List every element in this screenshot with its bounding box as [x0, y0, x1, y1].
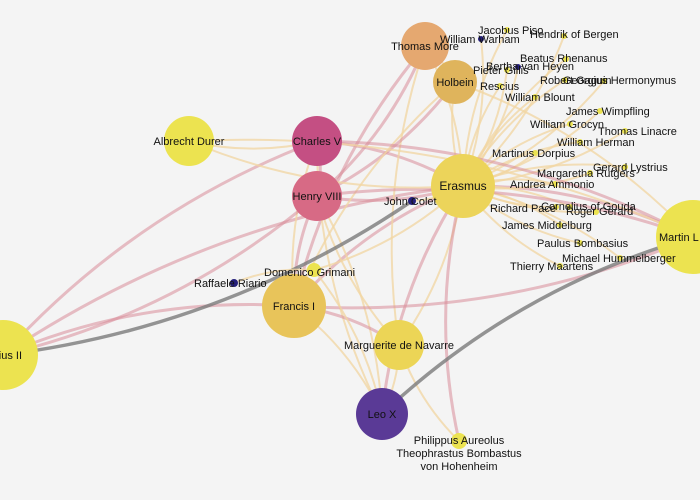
node-label-andrea-ammonio: Andrea Ammonio — [510, 179, 594, 191]
node-martinus-dorpius[interactable] — [532, 150, 538, 156]
node-leo-x[interactable] — [356, 388, 408, 440]
node-label-rescius: Rescius — [480, 81, 520, 93]
edge-leo_x-martin_luther — [380, 235, 695, 416]
node-roger-gerard[interactable] — [593, 209, 599, 215]
edge-charles_v-martin_luther — [315, 139, 695, 239]
node-james-middelburg[interactable] — [557, 222, 563, 228]
node-label-pieter-gillis: Pieter Gillis — [473, 65, 529, 77]
node-label-leo-x: Leo X — [368, 409, 397, 421]
nodes-layer — [0, 22, 700, 449]
node-hendrik-of-bergen[interactable] — [561, 33, 567, 39]
node-martin-luther[interactable] — [656, 200, 700, 274]
node-label-georgius-hermonymus: Georgius Hermonymus — [563, 75, 677, 87]
node-holbein[interactable] — [433, 60, 477, 104]
node-paulus-bombasius[interactable] — [577, 240, 583, 246]
node-julius-ii[interactable] — [0, 320, 38, 390]
edge-holbein-martin_luther — [454, 81, 694, 238]
node-rescius[interactable] — [497, 83, 503, 89]
node-label-raffaele-riario: Raffaele Riario — [194, 278, 267, 290]
node-andrea-ammonio[interactable] — [552, 181, 558, 187]
edge-francis_i-julius_ii — [1, 302, 296, 357]
node-label-henry-viii: Henry VIII — [293, 191, 342, 203]
node-henry-viii[interactable] — [292, 171, 342, 221]
node-thomas-more[interactable] — [401, 22, 449, 70]
node-thierry-maartens[interactable] — [557, 263, 563, 269]
edge-raffaele_riario-domenico_grimani — [233, 268, 315, 284]
node-label-albrecht-durer: Albrecht Durer — [154, 136, 225, 148]
node-paracelsus[interactable] — [451, 433, 467, 449]
node-label-francis-i: Francis I — [273, 301, 315, 313]
node-francis-i[interactable] — [262, 274, 326, 338]
node-label-paracelsus-line-3: von Hohenheim — [420, 461, 497, 473]
node-william-grocyn[interactable] — [567, 121, 573, 127]
node-john-colet[interactable] — [408, 197, 416, 205]
node-label-robert-gaguin: Robert Gaguin — [540, 75, 612, 87]
node-beatus-rhenanus[interactable] — [563, 56, 569, 62]
node-label-jacobus-piso: Jacobus Piso — [478, 25, 543, 37]
node-label-erasmus: Erasmus — [439, 179, 486, 193]
node-label-martinus-dorpius: Martinus Dorpius — [492, 148, 576, 160]
edge-francis_i-martin_luther — [292, 235, 695, 310]
node-label-paulus-bombasius: Paulus Bombasius — [537, 238, 629, 250]
node-label-margaretha-rutgers: Margaretha Rutgers — [537, 168, 635, 180]
node-label-marguerite: Marguerite de Navarre — [344, 340, 454, 352]
node-william-blount[interactable] — [532, 94, 538, 100]
node-pieter-gillis[interactable] — [504, 67, 510, 73]
node-cornelius-of-gouda[interactable] — [567, 204, 573, 210]
node-thomas-linacre[interactable] — [622, 128, 628, 134]
edge-henry_viii-martin_luther — [315, 187, 695, 239]
node-label-william-warham: William Warham — [440, 34, 520, 46]
node-margaretha-rutgers[interactable] — [587, 170, 593, 176]
node-william-herman[interactable] — [577, 139, 583, 145]
node-label-william-grocyn: William Grocyn — [530, 119, 604, 131]
node-label-james-wimpfling: James Wimpfling — [566, 106, 650, 118]
node-label-domenico-grimani: Domenico Grimani — [264, 267, 355, 279]
node-label-william-herman: William Herman — [557, 137, 635, 149]
node-label-richard-pace: Richard Pace — [490, 203, 556, 215]
node-gerard-lystrius[interactable] — [622, 164, 628, 170]
node-label-thierry-maartens: Thierry Maartens — [510, 261, 594, 273]
node-albrecht-durer[interactable] — [164, 116, 214, 166]
node-label-bertha-van-heyen: Bertha van Heyen — [486, 61, 574, 73]
node-richard-pace[interactable] — [553, 204, 559, 210]
node-label-gerard-lystrius: Gerard Lystrius — [593, 162, 668, 174]
node-robert-gaguin[interactable] — [562, 77, 568, 83]
node-label-cornelius-of-gouda: Cornelius of Gouda — [541, 201, 637, 213]
node-erasmus[interactable] — [431, 154, 495, 218]
node-label-holbein: Holbein — [436, 77, 473, 89]
node-michael-hummelberger[interactable] — [617, 255, 623, 261]
edge-henry_viii-leo_x — [316, 195, 383, 415]
edge-henry_viii-julius_ii — [1, 194, 319, 357]
node-bertha-van-heyen[interactable] — [515, 64, 521, 70]
node-label-martin-luther: Martin L — [659, 232, 699, 244]
node-label-james-middelburg: James Middelburg — [502, 220, 592, 232]
node-label-michael-hummelberger: Michael Hummelberger — [562, 253, 676, 265]
edge-erasmus-paracelsus — [444, 184, 465, 443]
edge-charles_v-julius_ii — [1, 139, 319, 357]
edge-julius_ii-john_colet — [1, 199, 414, 357]
node-georgius-hermonymus[interactable] — [601, 78, 607, 84]
node-label-charles-v: Charles V — [293, 136, 342, 148]
node-label-john-colet: John Colet — [384, 196, 437, 208]
node-label-thomas-more: Thomas More — [391, 41, 459, 53]
node-label-paracelsus-line-2: Theophrastus Bombastus — [396, 448, 522, 460]
node-james-wimpfling[interactable] — [597, 108, 603, 114]
node-william-warham[interactable] — [478, 36, 484, 42]
node-domenico-grimani[interactable] — [307, 263, 321, 277]
node-label-beatus-rhenanus: Beatus Rhenanus — [520, 53, 608, 65]
node-label-julius-ii: ius II — [0, 350, 22, 362]
node-jacobus-piso[interactable] — [504, 27, 510, 33]
node-charles-v[interactable] — [292, 116, 342, 166]
node-label-paracelsus-line-1: Philippus Aureolus — [414, 435, 505, 447]
node-label-hendrik-of-bergen: Hendrik of Bergen — [530, 29, 619, 41]
node-label-thomas-linacre: Thomas Linacre — [598, 126, 677, 138]
node-raffaele-riario[interactable] — [230, 279, 238, 287]
node-marguerite[interactable] — [374, 320, 424, 370]
node-label-william-blount: William Blount — [505, 92, 575, 104]
node-label-roger-gerard: Roger Gerard — [566, 206, 633, 218]
